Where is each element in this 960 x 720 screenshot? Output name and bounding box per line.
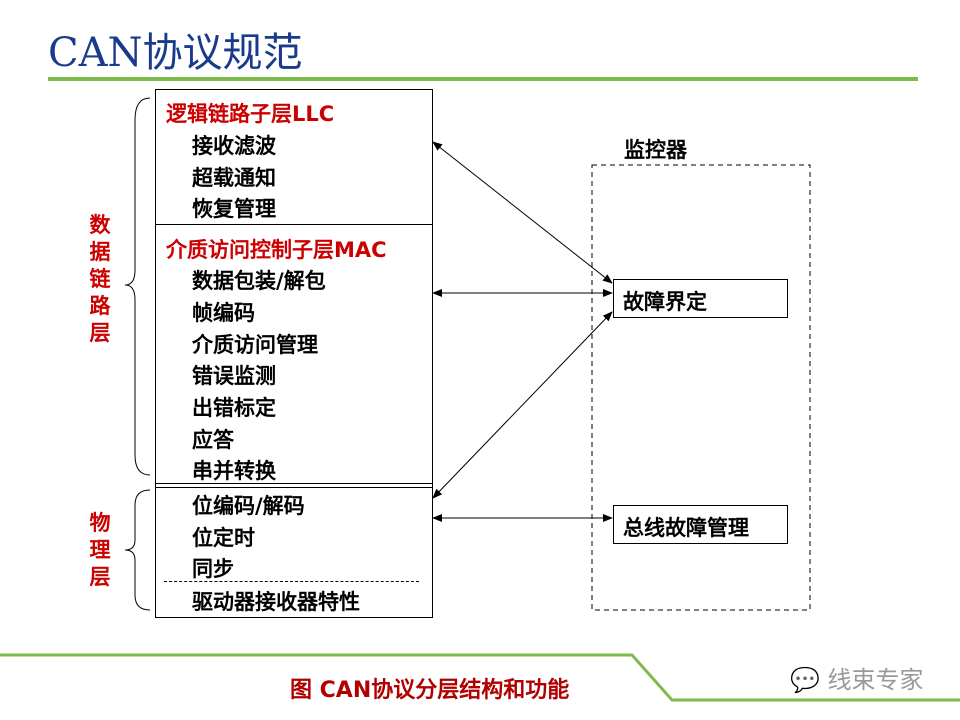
watermark: 💬 线束专家 (790, 660, 924, 695)
llc-item: 接收滤波 (192, 134, 276, 158)
page-title: CAN协议规范 (48, 30, 303, 76)
layer-stack: 逻辑链路子层LLC 接收滤波 超载通知 恢复管理 介质访问控制子层MAC 数据包… (155, 89, 433, 618)
title-divider (48, 77, 918, 81)
datalink-brace (124, 97, 151, 476)
watermark-text: 线束专家 (827, 666, 924, 694)
mac-header: 介质访问控制子层MAC (166, 238, 387, 262)
bottom-green-line (0, 653, 960, 702)
fault-confinement-box: 故障界定 (613, 279, 788, 318)
physical-layer-label: 物理层 (89, 511, 111, 589)
datalink-layer-label: 数据链路层 (89, 213, 111, 345)
phy-dashed-divider (164, 581, 419, 582)
mac-item: 错误监测 (192, 364, 276, 388)
llc-header: 逻辑链路子层LLC (166, 102, 335, 126)
llc-item: 超载通知 (192, 166, 276, 190)
arrow-phy-fault (432, 311, 613, 499)
physical-brace (124, 489, 151, 611)
mac-item: 介质访问管理 (192, 333, 318, 357)
wechat-icon: 💬 (790, 666, 820, 694)
mac-item: 出错标定 (192, 396, 276, 420)
figure-caption: 图 CAN协议分层结构和功能 (290, 678, 570, 703)
arrow-llc-fault (432, 141, 613, 284)
mac-item: 数据包装/解包 (192, 269, 326, 293)
mac-item: 应答 (192, 428, 234, 452)
mac-item: 帧编码 (192, 301, 255, 325)
bus-fault-box: 总线故障管理 (613, 505, 788, 544)
monitor-dashed-box (591, 164, 811, 611)
phy-item: 位定时 (192, 526, 255, 550)
mac-phy-divider (156, 483, 432, 488)
phy-item: 位编码/解码 (192, 494, 305, 518)
llc-mac-divider (156, 224, 432, 225)
phy-item: 驱动器接收器特性 (192, 590, 360, 614)
llc-item: 恢复管理 (192, 197, 276, 221)
mac-item: 串并转换 (192, 459, 276, 483)
phy-item: 同步 (192, 557, 234, 581)
bus-fault-label: 总线故障管理 (623, 516, 749, 540)
monitor-title: 监控器 (624, 138, 687, 162)
fault-confinement-label: 故障界定 (623, 290, 707, 314)
